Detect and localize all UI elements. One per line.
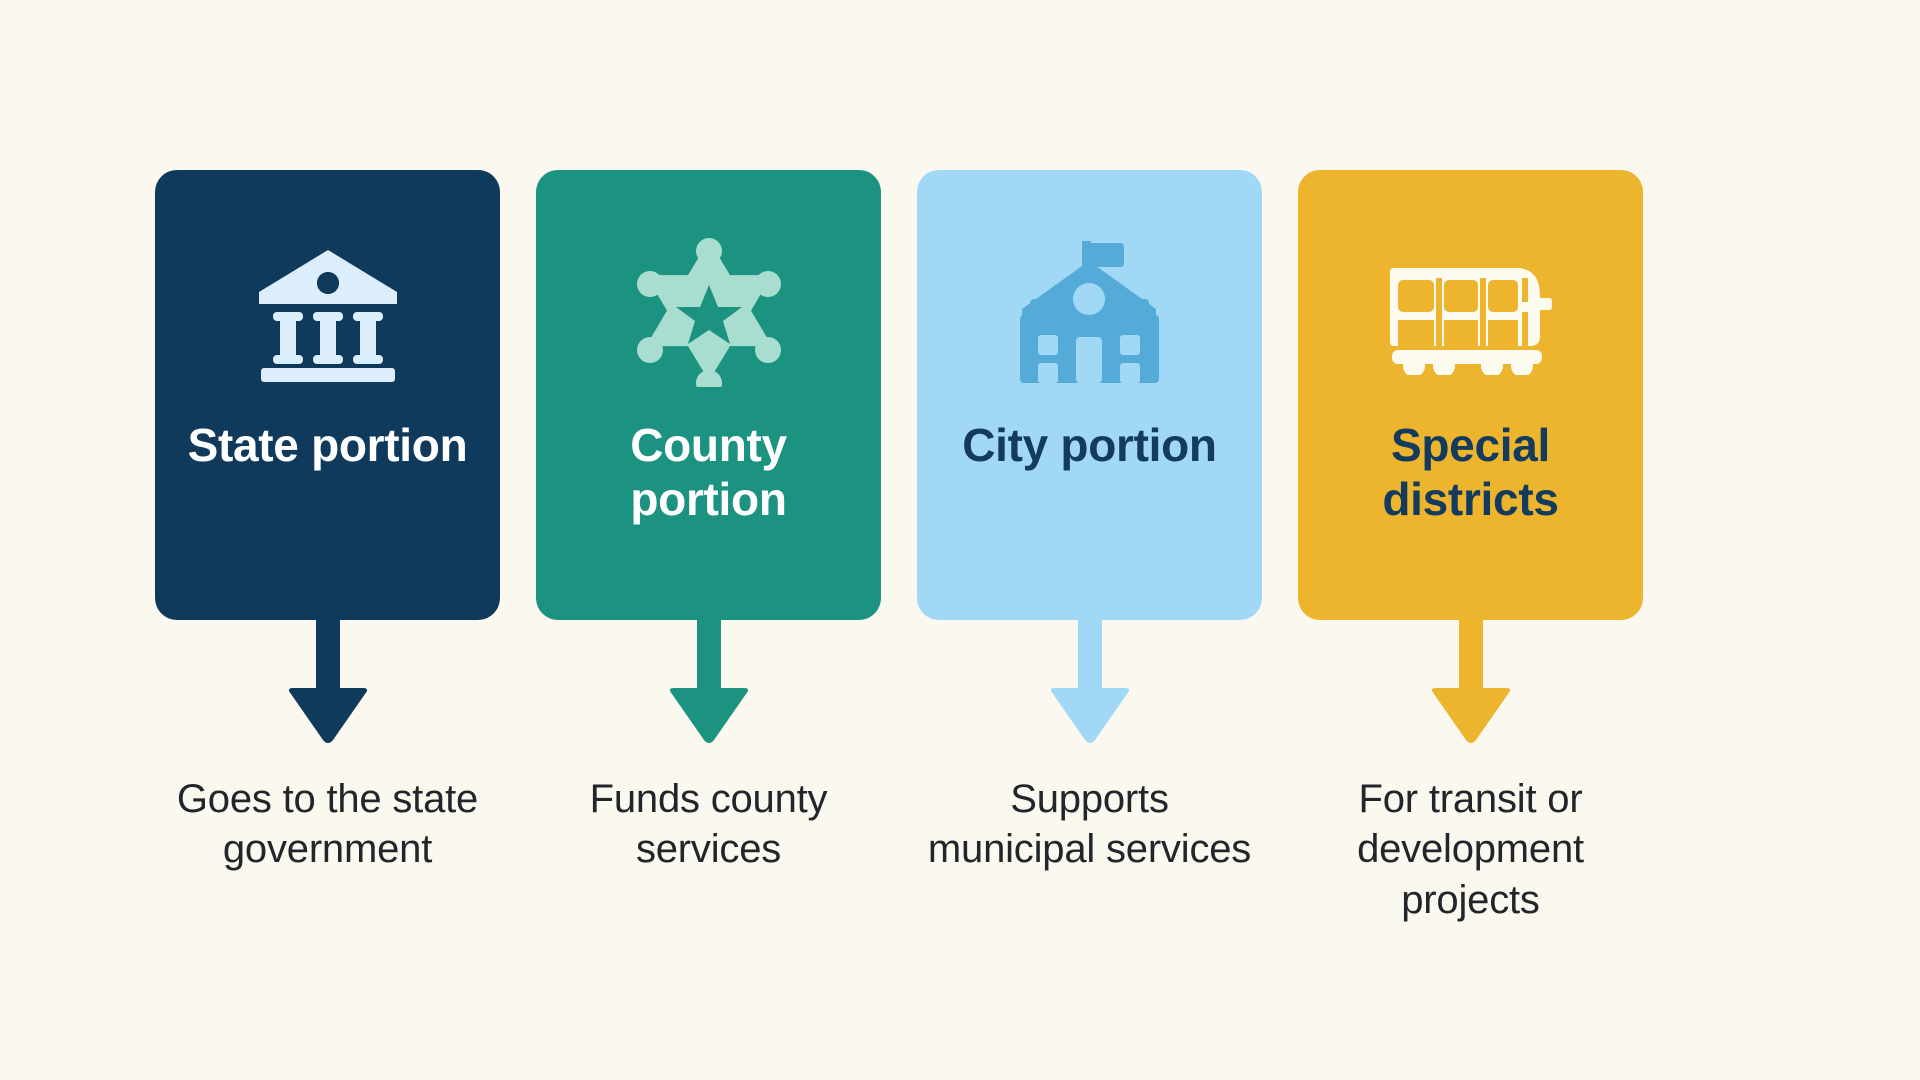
card-county[interactable]: County portion (536, 170, 881, 620)
column-state: State portion Goes to the state governme… (155, 170, 500, 925)
sheriff-star-badge-icon (624, 232, 794, 392)
card-state[interactable]: State portion (155, 170, 500, 620)
caption-state: Goes to the state government (176, 777, 479, 872)
caption-city: Supports municipal services (927, 777, 1252, 872)
card-title-state: State portion (187, 419, 468, 471)
card-title-city: City portion (962, 419, 1217, 471)
tram-transit-icon (1386, 232, 1556, 392)
arrow-down-special-districts (1431, 620, 1510, 743)
caption-special-districts: For transit or development projects (1357, 777, 1584, 922)
columns-container: State portion Goes to the state governme… (155, 170, 1780, 925)
arrow-down-city (1050, 620, 1129, 743)
card-special-districts[interactable]: Special districts (1298, 170, 1643, 620)
card-title-county: County portion (630, 419, 787, 526)
schoolhouse-icon (1005, 232, 1175, 392)
bank-building-icon (243, 232, 413, 392)
column-special-districts: Special districts For transit or develop… (1298, 170, 1643, 925)
column-county: County portion Funds county services (536, 170, 881, 925)
column-city: City portion Supports municipal services (917, 170, 1262, 925)
caption-county: Funds county services (589, 777, 828, 872)
arrow-down-county (669, 620, 748, 743)
card-city[interactable]: City portion (917, 170, 1262, 620)
card-title-special-districts: Special districts (1382, 419, 1559, 526)
arrow-down-state (288, 620, 367, 743)
